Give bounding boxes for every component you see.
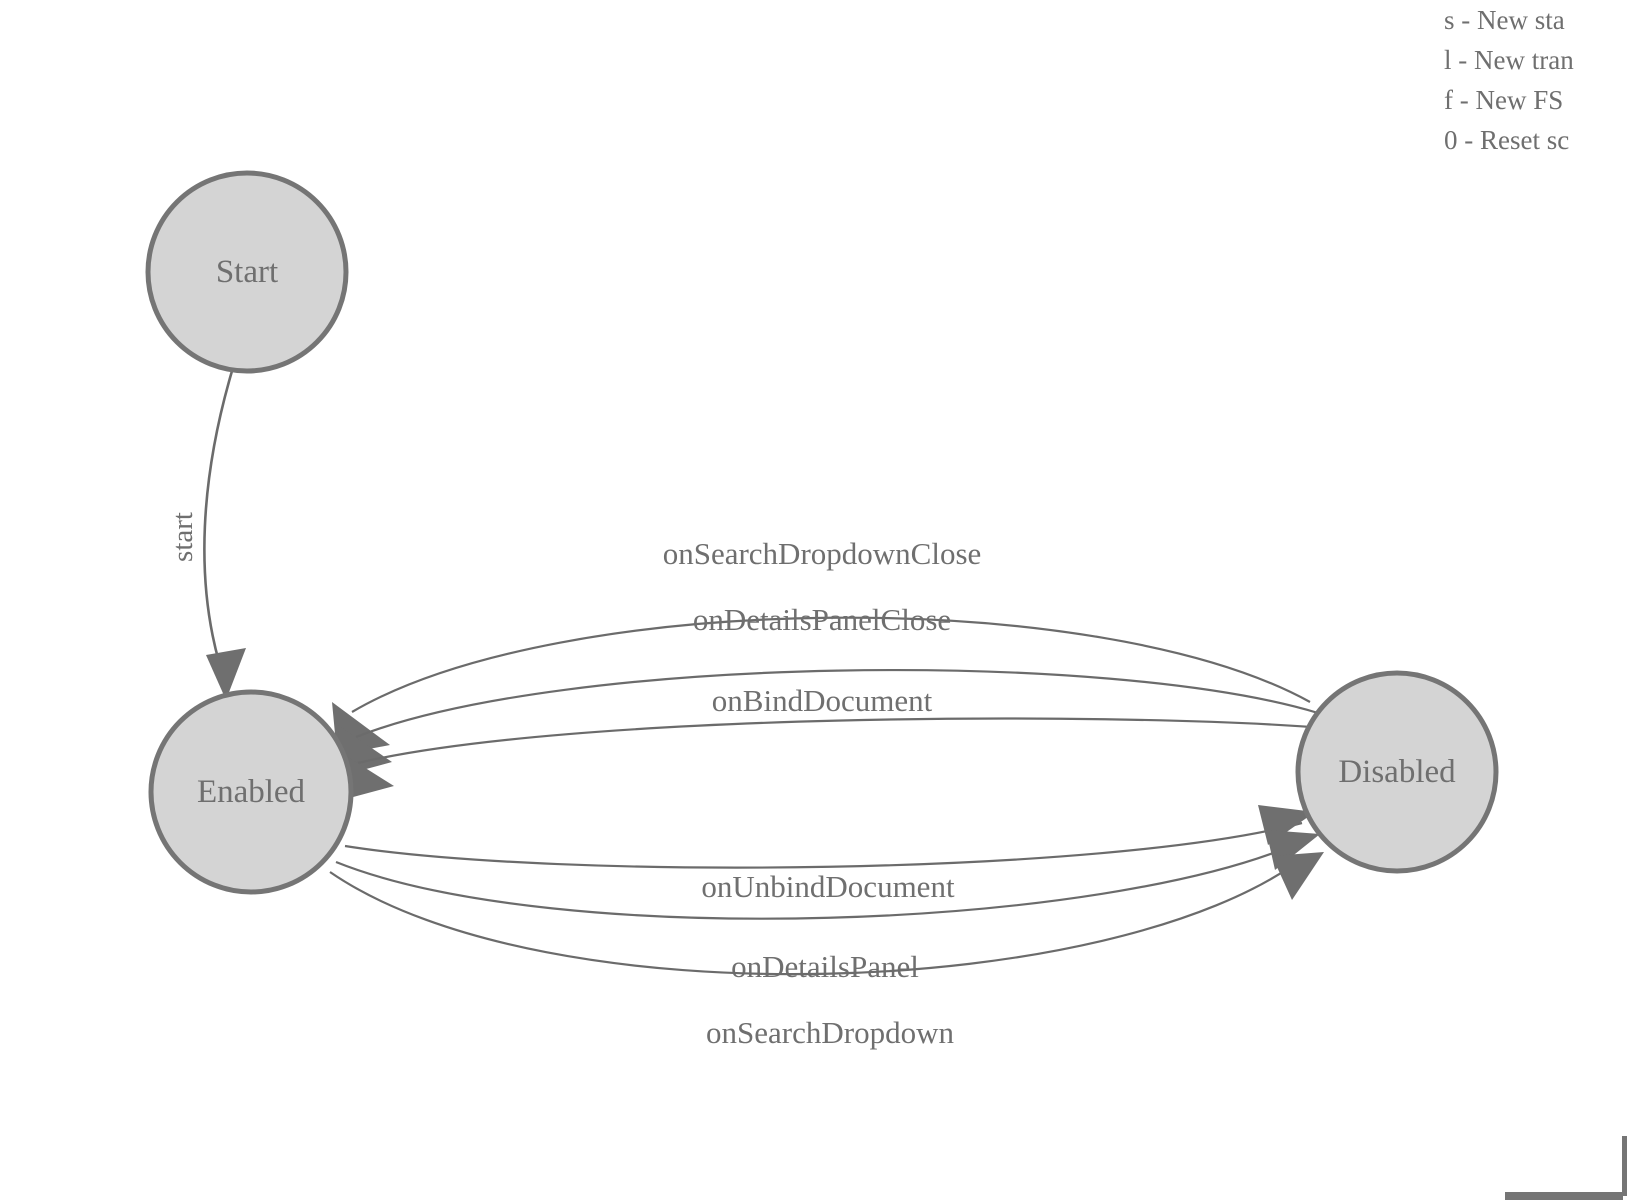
edge-path-4 — [344, 821, 1303, 869]
node-enabled-label: Enabled — [197, 774, 306, 810]
node-enabled-circle[interactable] — [148, 689, 354, 895]
node-disabled[interactable]: Disabled — [1295, 670, 1499, 874]
edge-path-start — [203, 370, 234, 663]
node-enabled[interactable]: Enabled — [148, 689, 354, 895]
edge-start-to-enabled[interactable]: start — [167, 370, 246, 700]
edge-on-unbind-document[interactable]: onUnbindDocument — [344, 805, 1315, 904]
edge-on-bind-document[interactable]: onBindDocument — [340, 683, 1312, 800]
node-start-circle[interactable] — [145, 170, 349, 374]
edge-label-on-details-panel: onDetailsPanel — [731, 949, 919, 984]
node-start-label: Start — [216, 254, 278, 290]
node-start[interactable]: Start — [145, 170, 349, 374]
edge-on-search-dropdown[interactable]: onSearchDropdown — [329, 852, 1324, 1050]
edge-label-on-details-panel-close: onDetailsPanelClose — [693, 602, 951, 637]
horizontal-scrollbar[interactable] — [1505, 1192, 1623, 1200]
edge-on-search-dropdown-close[interactable]: onSearchDropdownClose — [332, 536, 1311, 755]
edge-path-1 — [351, 616, 1311, 713]
edge-path-5 — [335, 839, 1306, 920]
edge-label-start: start — [167, 512, 199, 562]
edge-label-on-search-dropdown-close: onSearchDropdownClose — [663, 536, 982, 571]
arrowhead-6-to-disabled — [1272, 852, 1324, 900]
edge-on-details-panel[interactable]: onDetailsPanel — [335, 830, 1320, 984]
node-disabled-circle[interactable] — [1295, 670, 1499, 874]
arrowhead-start-to-enabled — [206, 648, 246, 700]
edge-label-on-unbind-document: onUnbindDocument — [701, 869, 955, 904]
edge-path-6 — [329, 857, 1304, 976]
edge-path-3 — [357, 717, 1312, 765]
arrowhead-3-to-enabled — [340, 752, 394, 800]
edge-path-2 — [355, 669, 1319, 739]
vertical-scrollbar[interactable] — [1622, 1136, 1627, 1196]
edge-label-on-search-dropdown: onSearchDropdown — [706, 1015, 954, 1050]
edge-label-on-bind-document: onBindDocument — [712, 683, 933, 718]
node-disabled-label: Disabled — [1338, 754, 1456, 790]
